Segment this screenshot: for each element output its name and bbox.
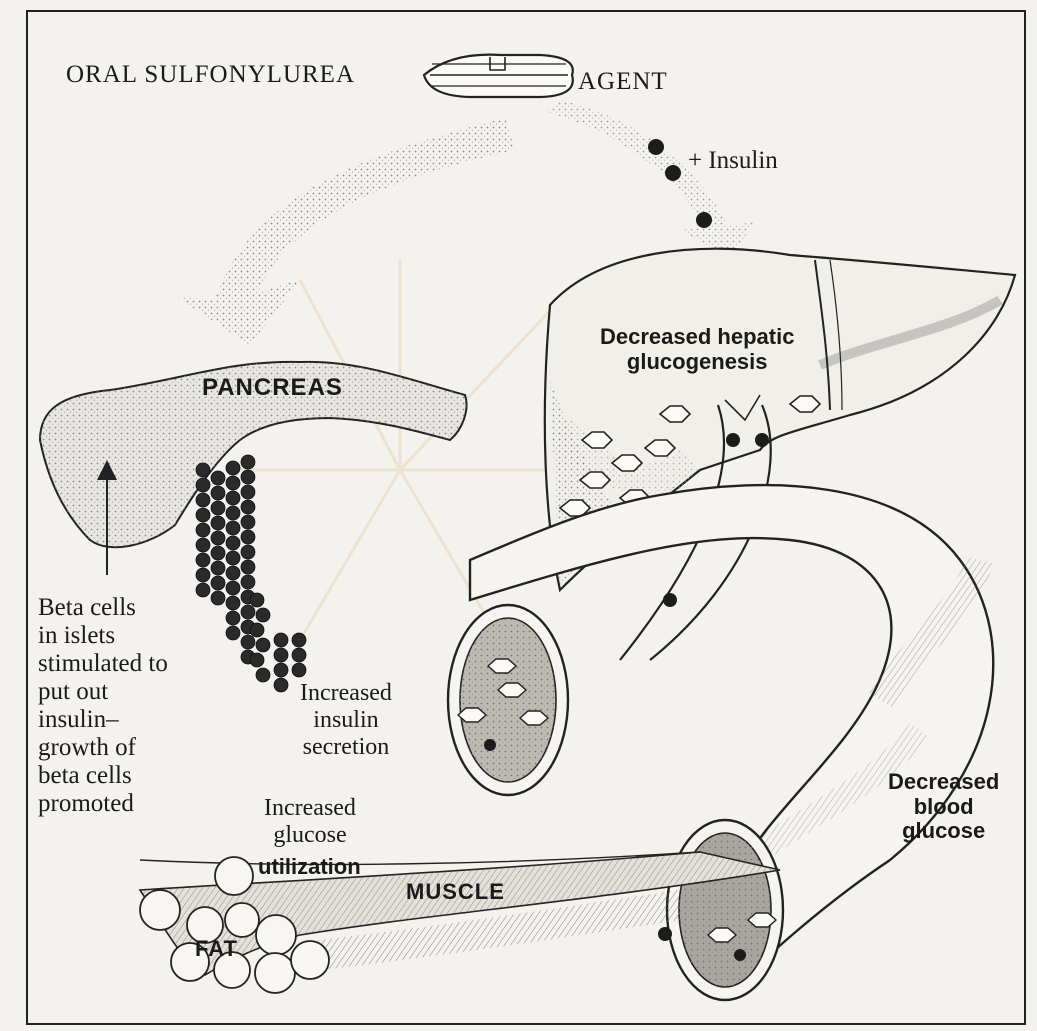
insulin-secretion-label: Increased insulin secretion <box>300 680 392 761</box>
beta-cell <box>196 553 210 567</box>
beta-cell <box>226 611 240 625</box>
beta-cell <box>274 648 288 662</box>
beta-cell <box>196 463 210 477</box>
beta-cell <box>241 500 255 514</box>
liver-label: Decreased hepatic glucogenesis <box>600 325 794 374</box>
beta-cell <box>241 530 255 544</box>
beta-cell <box>211 546 225 560</box>
beta-cell <box>226 461 240 475</box>
beta-cell <box>292 663 306 677</box>
pancreas-label: PANCREAS <box>202 375 343 402</box>
vessel-opening-upper <box>448 605 568 795</box>
beta-cell <box>211 471 225 485</box>
beta-cell <box>292 633 306 647</box>
insulin-label: + Insulin <box>688 147 778 175</box>
beta-cell-cluster <box>196 455 306 692</box>
beta-cell <box>274 678 288 692</box>
beta-cell <box>226 476 240 490</box>
beta-cell <box>226 491 240 505</box>
blood-glucose-label: Decreased blood glucose <box>888 770 999 844</box>
beta-cell <box>241 575 255 589</box>
beta-cell <box>196 478 210 492</box>
beta-cell <box>250 653 264 667</box>
drug-label-right: AGENT <box>578 68 668 96</box>
beta-cell <box>292 648 306 662</box>
beta-cell <box>211 486 225 500</box>
arrow-to-pancreas <box>175 118 515 345</box>
beta-cell <box>274 633 288 647</box>
utilization-label-bold: utilization <box>258 855 361 880</box>
beta-cell <box>274 663 288 677</box>
beta-cell <box>226 626 240 640</box>
beta-cell <box>256 638 270 652</box>
beta-cell <box>196 568 210 582</box>
beta-cell <box>241 560 255 574</box>
beta-cell <box>211 576 225 590</box>
beta-cell <box>211 591 225 605</box>
beta-cell <box>241 605 255 619</box>
beta-cell <box>196 583 210 597</box>
beta-cell <box>241 485 255 499</box>
beta-cell <box>211 516 225 530</box>
beta-cell <box>211 561 225 575</box>
beta-cell <box>226 536 240 550</box>
fat-label: FAT <box>195 937 238 962</box>
beta-cell <box>211 531 225 545</box>
arrow-to-liver <box>545 100 755 258</box>
drug-label-left: ORAL SULFONYLUREA <box>66 61 355 89</box>
beta-cell <box>256 608 270 622</box>
beta-cell <box>241 470 255 484</box>
beta-cell <box>226 596 240 610</box>
pill-icon <box>424 55 573 97</box>
beta-cells-label: Beta cells in islets stimulated to put o… <box>38 594 168 818</box>
beta-cell <box>241 635 255 649</box>
beta-cell <box>241 515 255 529</box>
beta-cell <box>250 593 264 607</box>
beta-cell <box>226 551 240 565</box>
beta-cell <box>226 521 240 535</box>
utilization-label-top: Increased glucose <box>264 795 356 849</box>
beta-cell <box>241 545 255 559</box>
beta-cell <box>256 668 270 682</box>
beta-cell <box>196 493 210 507</box>
beta-cell <box>196 508 210 522</box>
beta-cell <box>226 581 240 595</box>
beta-cell <box>196 538 210 552</box>
beta-cell <box>226 506 240 520</box>
beta-cell <box>226 566 240 580</box>
muscle-label: MUSCLE <box>406 880 505 905</box>
beta-cell <box>250 623 264 637</box>
beta-cell <box>241 455 255 469</box>
beta-cell <box>211 501 225 515</box>
beta-cell <box>196 523 210 537</box>
